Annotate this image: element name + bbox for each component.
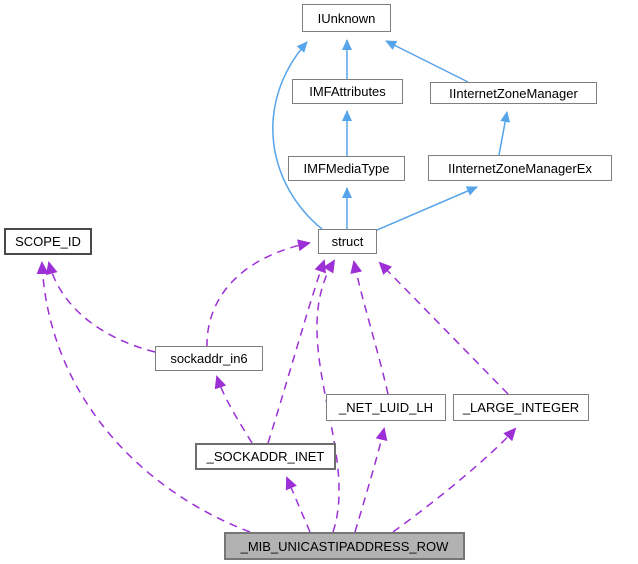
edge-iinternetzonemanager-to-iunknown bbox=[385, 40, 469, 83]
edge-largeinteger-to-struct bbox=[378, 261, 509, 395]
edge-mibrow-to-sockaddrinet bbox=[285, 476, 311, 533]
edge-mibrow-to-struct bbox=[316, 259, 340, 533]
edge-struct-to-iunknown bbox=[272, 41, 323, 230]
node-sockaddr-inet[interactable]: _SOCKADDR_INET bbox=[195, 443, 336, 470]
node-imfmediatype[interactable]: IMFMediaType bbox=[288, 156, 405, 181]
edge-sockaddrinet-to-sockaddrin6 bbox=[214, 375, 253, 444]
node-struct[interactable]: struct bbox=[318, 229, 377, 254]
edge-mibrow-to-scopeid bbox=[36, 261, 251, 533]
node-iunknown[interactable]: IUnknown bbox=[302, 4, 391, 32]
node-iinternetzonemanager[interactable]: IInternetZoneManager bbox=[430, 82, 597, 104]
edge-struct-to-iinternetzonemanagerex bbox=[376, 186, 478, 231]
node-net-luid-lh[interactable]: _NET_LUID_LH bbox=[326, 394, 446, 421]
node-large-integer[interactable]: _LARGE_INTEGER bbox=[453, 394, 589, 421]
edge-iinternetzonemanagerex-to-iinternetzonemanager bbox=[498, 111, 511, 156]
edge-sockaddrin6-to-scopeid bbox=[45, 261, 156, 353]
node-iinternetzonemanagerex[interactable]: IInternetZoneManagerEx bbox=[428, 155, 612, 181]
node-imfattributes[interactable]: IMFAttributes bbox=[292, 79, 403, 104]
node-sockaddr-in6[interactable]: sockaddr_in6 bbox=[155, 346, 263, 371]
edge-mibrow-to-netluidlh bbox=[354, 427, 388, 533]
node-mib-unicastipaddress-row[interactable]: _MIB_UNICASTIPADDRESS_ROW bbox=[224, 532, 465, 560]
edge-netluidlh-to-struct bbox=[350, 260, 389, 395]
node-scope-id[interactable]: SCOPE_ID bbox=[4, 228, 92, 255]
edge-sockaddrin6-to-struct bbox=[206, 239, 311, 348]
edge-sockaddrinet-to-struct bbox=[267, 259, 326, 444]
edge-mibrow-to-largeinteger bbox=[392, 427, 517, 533]
